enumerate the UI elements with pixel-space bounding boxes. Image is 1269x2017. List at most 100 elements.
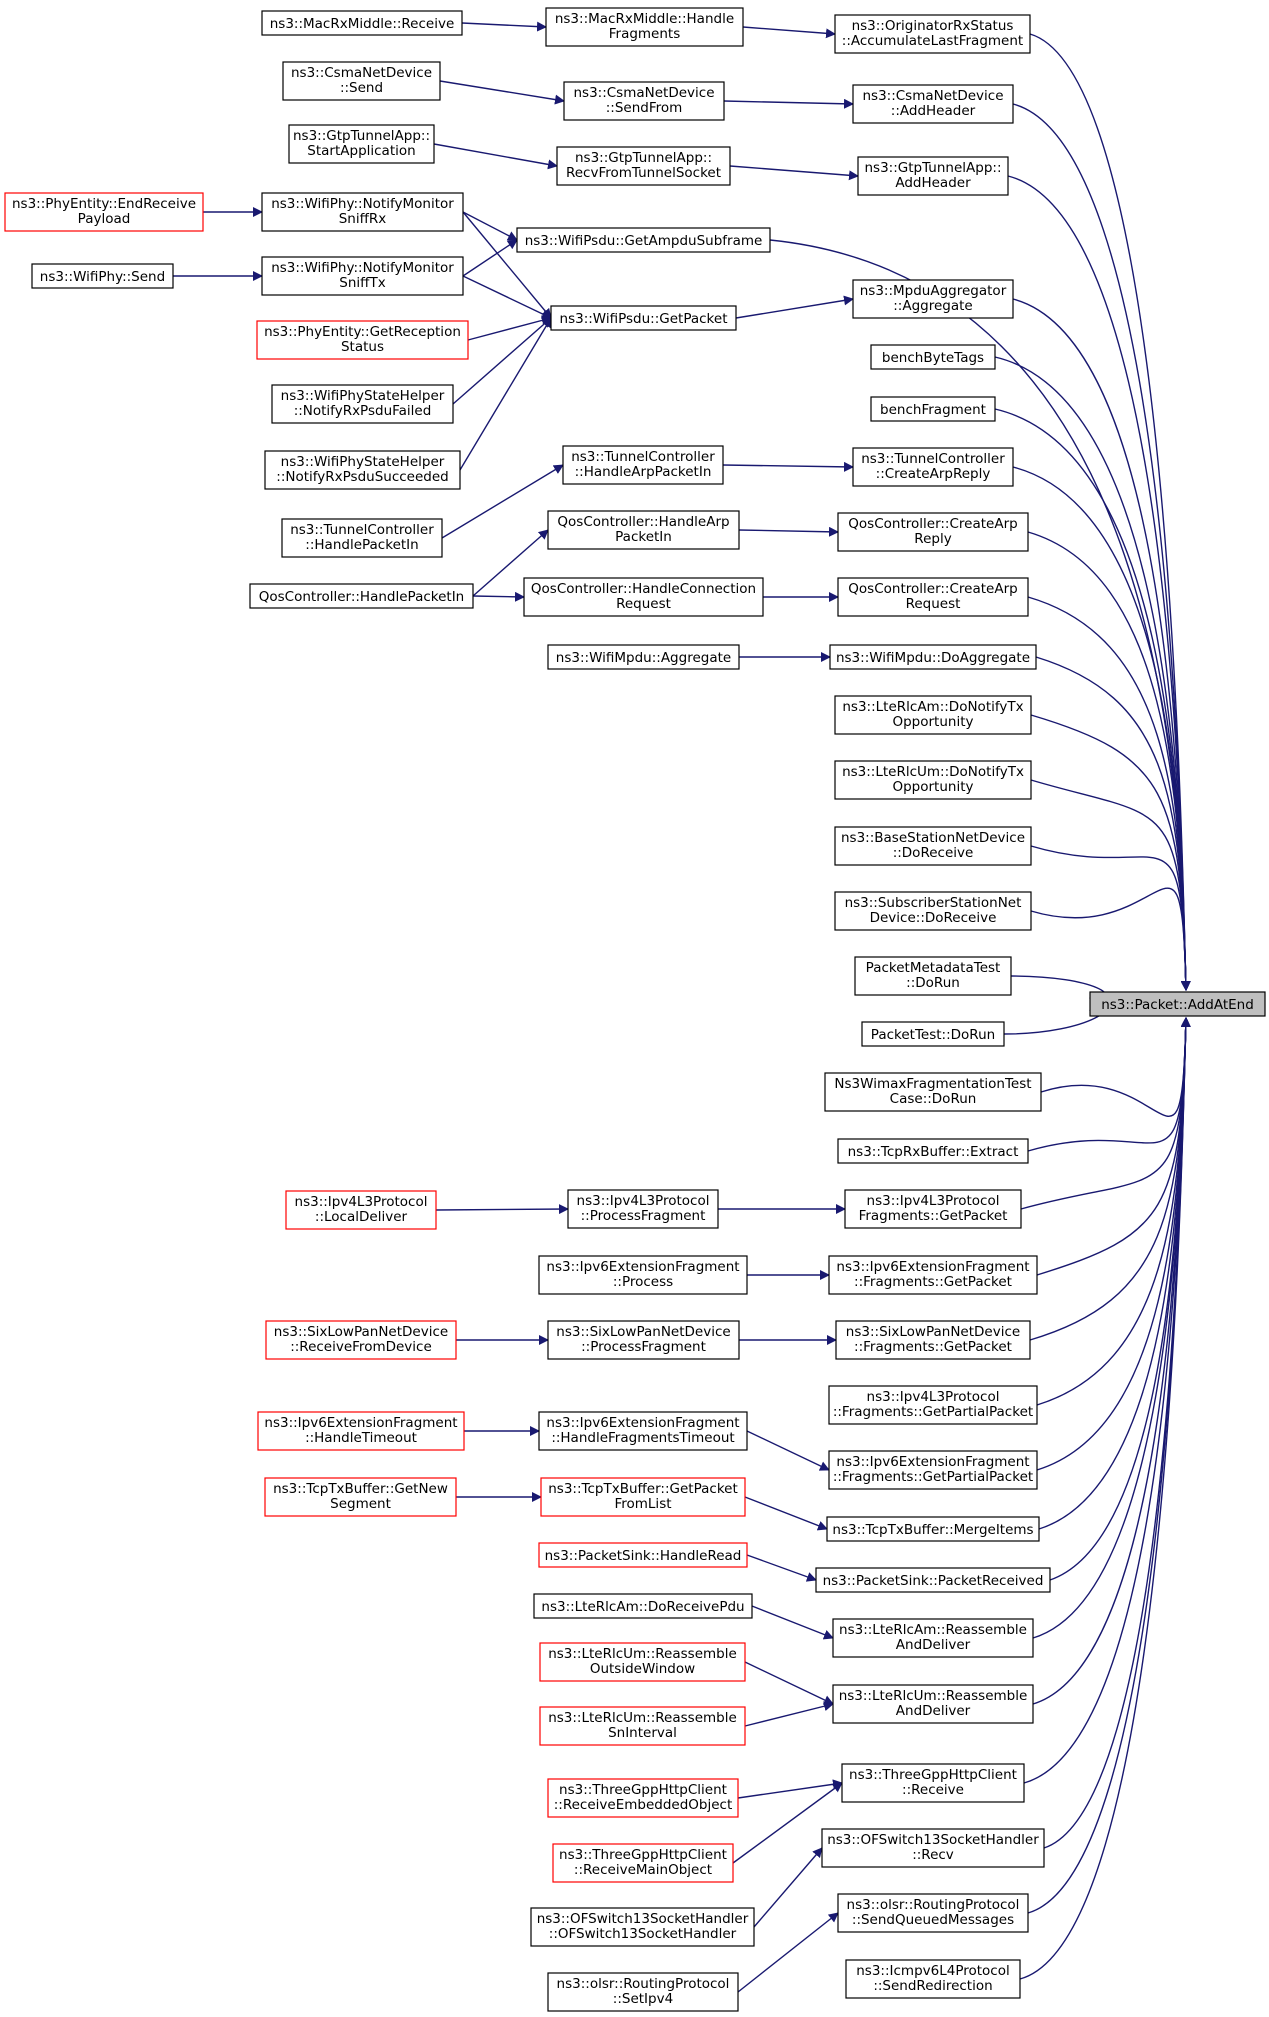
node-label: ns3::Ipv6ExtensionFragment [546,1415,739,1431]
node-c4[interactable]: ns3::WifiPsdu::GetAmpduSubframe [516,227,771,253]
node-label: Case::DoRun [890,1091,977,1107]
node-c30[interactable]: ns3::OFSwitch13SocketHandler::Recv [821,1828,1045,1868]
node-c22[interactable]: ns3::SixLowPanNetDevice::Fragments::GetP… [835,1320,1031,1360]
node-box [837,577,1029,617]
node-c32[interactable]: ns3::Icmpv6L4Protocol::SendRedirection [845,1959,1021,1999]
node-l11[interactable]: ns3::Ipv4L3Protocol::LocalDeliver [285,1190,437,1230]
node-m21[interactable]: ns3::olsr::RoutingProtocol::SetIpv4 [547,1972,739,2012]
node-c11[interactable]: ns3::WifiMpdu::DoAggregate [829,644,1037,670]
node-c14[interactable]: ns3::BaseStationNetDevice::DoReceive [834,826,1032,866]
node-l2[interactable]: ns3::CsmaNetDevice::Send [282,61,441,101]
node-c31[interactable]: ns3::olsr::RoutingProtocol::SendQueuedMe… [837,1893,1029,1933]
node-c23[interactable]: ns3::Ipv4L3Protocol::Fragments::GetParti… [828,1385,1038,1425]
node-m20[interactable]: ns3::OFSwitch13SocketHandler::OFSwitch13… [530,1907,755,1947]
node-label: Reply [914,531,951,547]
node-l1[interactable]: ns3::MacRxMiddle::Receive [261,10,463,36]
edge-m15-to-c27 [751,1605,834,1640]
node-m10[interactable]: ns3::Ipv6ExtensionFragment::Process [538,1255,748,1295]
node-box [861,1021,1005,1047]
node-m15[interactable]: ns3::LteRlcAm::DoReceivePdu [533,1593,753,1619]
node-c15[interactable]: ns3::SubscriberStationNetDevice::DoRecei… [834,891,1032,931]
node-box [545,7,744,47]
node-label: ns3::TunnelController [571,449,715,465]
node-c26[interactable]: ns3::PacketSink::PacketReceived [815,1567,1051,1593]
node-m1[interactable]: ns3::MacRxMiddle::HandleFragments [545,7,744,47]
node-box [257,1411,465,1451]
node-m9[interactable]: ns3::Ipv4L3Protocol::ProcessFragment [567,1189,719,1229]
node-l8[interactable]: ns3::WifiPhyStateHelper::NotifyRxPsduSuc… [264,450,461,490]
node-c21[interactable]: ns3::Ipv6ExtensionFragment::Fragments::G… [828,1255,1038,1295]
node-box [567,1189,719,1229]
node-c3[interactable]: ns3::GtpTunnelApp::AddHeader [857,156,1009,196]
node-ll2[interactable]: ns3::WifiPhy::Send [31,263,174,289]
node-m8[interactable]: ns3::WifiMpdu::Aggregate [547,644,740,670]
node-c19[interactable]: ns3::TcpRxBuffer::Extract [837,1138,1029,1164]
node-l10[interactable]: QosController::HandlePacketIn [249,583,474,609]
node-c17[interactable]: PacketTest::DoRun [861,1021,1005,1047]
node-l3[interactable]: ns3::GtpTunnelApp::StartApplication [288,124,435,164]
node-label: SniffTx [339,275,385,291]
node-m12[interactable]: ns3::Ipv6ExtensionFragment::HandleFragme… [538,1411,748,1451]
node-label: ::Receive [902,1782,964,1798]
node-box [852,84,1014,124]
node-label: ns3::LteRlcUm::Reassemble [548,1710,737,1726]
node-label: PacketMetadataTest [866,960,1001,976]
node-m14[interactable]: ns3::PacketSink::HandleRead [538,1542,748,1568]
node-m11[interactable]: ns3::SixLowPanNetDevice::ProcessFragment [547,1320,740,1360]
node-l13[interactable]: ns3::Ipv6ExtensionFragment::HandleTimeou… [257,1411,465,1451]
node-l12[interactable]: ns3::SixLowPanNetDevice::ReceiveFromDevi… [265,1320,457,1360]
node-box [824,1072,1042,1112]
node-box [857,156,1009,196]
node-c9[interactable]: QosController::CreateArpReply [837,512,1029,552]
node-c1[interactable]: ns3::OriginatorRxStatus::AccumulateLastF… [834,14,1031,54]
node-m3[interactable]: ns3::GtpTunnelApp::RecvFromTunnelSocket [556,146,731,186]
node-c8[interactable]: ns3::TunnelController::CreateArpReply [852,447,1014,487]
node-box [828,1255,1038,1295]
node-label: ns3::Ipv4L3Protocol [867,1389,1000,1405]
edge-c26-to-root [1049,1017,1191,1581]
node-m18[interactable]: ns3::ThreeGppHttpClient::ReceiveEmbedded… [547,1778,739,1818]
node-box [563,81,725,121]
node-box [538,1411,748,1451]
node-l7[interactable]: ns3::WifiPhyStateHelper::NotifyRxPsduFai… [271,384,454,424]
node-c16[interactable]: PacketMetadataTest::DoRun [854,956,1012,996]
node-label: ::ReceiveFromDevice [290,1339,432,1355]
node-c7[interactable]: benchFragment [870,396,996,422]
node-box [834,695,1032,735]
node-m19[interactable]: ns3::ThreeGppHttpClient::ReceiveMainObje… [552,1843,734,1883]
node-c2[interactable]: ns3::CsmaNetDevice::AddHeader [852,84,1014,124]
node-l9[interactable]: ns3::TunnelController::HandlePacketIn [281,518,443,558]
node-c25[interactable]: ns3::TcpTxBuffer::MergeItems [826,1516,1040,1542]
node-m2[interactable]: ns3::CsmaNetDevice::SendFrom [563,81,725,121]
node-m6[interactable]: QosController::HandleArpPacketIn [547,510,740,550]
node-label: AndDeliver [896,1703,971,1719]
edge-m6-to-c9 [738,526,839,537]
node-c5[interactable]: ns3::MpduAggregator::Aggregate [852,279,1014,319]
edge-l1-to-m1 [461,21,547,32]
node-c24[interactable]: ns3::Ipv6ExtensionFragment::Fragments::G… [828,1450,1038,1490]
node-c6[interactable]: benchByteTags [870,344,996,370]
edge-m21-to-c31 [737,1912,839,1993]
node-root[interactable]: ns3::Packet::AddAtEnd [1089,991,1266,1017]
node-label: ::CreateArpReply [876,466,991,482]
node-label: ::SendQueuedMessages [852,1912,1014,1928]
node-c29[interactable]: ns3::ThreeGppHttpClient::Receive [841,1763,1025,1803]
node-m5[interactable]: ns3::TunnelController::HandleArpPacketIn [562,445,724,485]
node-m4[interactable]: ns3::WifiPsdu::GetPacket [550,305,737,331]
